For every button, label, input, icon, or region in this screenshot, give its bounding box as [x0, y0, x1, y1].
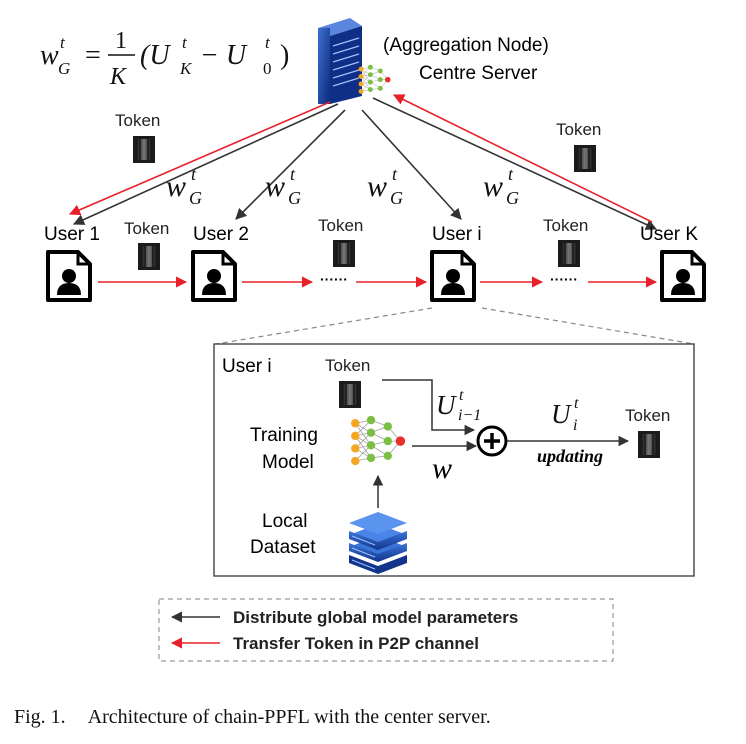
- user-label-k: User K: [640, 224, 698, 245]
- token-label-chain-2: Token: [318, 216, 363, 235]
- svg-text:t: t: [290, 164, 296, 184]
- svg-text:w: w: [265, 170, 285, 203]
- svg-text:(U: (U: [140, 40, 171, 71]
- distribution-label-4: w t G: [483, 164, 519, 208]
- user-label-2: User 2: [193, 224, 249, 245]
- distribution-label-2: w t G: [265, 164, 301, 208]
- w-label: w: [432, 452, 452, 485]
- svg-text:G: G: [58, 59, 70, 78]
- svg-text:w: w: [166, 170, 186, 203]
- token-return-arrows: [68, 94, 653, 223]
- distribution-label-3: w t G: [367, 164, 403, 208]
- training-model-line1: Training: [250, 425, 318, 446]
- svg-text:i: i: [573, 417, 577, 434]
- local-dataset-line1: Local: [262, 511, 307, 532]
- svg-text:G: G: [288, 188, 301, 208]
- token-icon: [133, 136, 155, 163]
- detail-token-out-label: Token: [625, 406, 670, 425]
- svg-text:G: G: [390, 188, 403, 208]
- detail-title: User i: [222, 356, 272, 377]
- legend-black-label: Distribute global model parameters: [233, 608, 518, 627]
- user-i-detail-panel: [213, 343, 695, 577]
- updating-label: updating: [537, 446, 603, 466]
- svg-text:t: t: [508, 164, 514, 184]
- token-icon: [138, 243, 160, 270]
- svg-text:G: G: [189, 188, 202, 208]
- legend-box: [158, 598, 614, 662]
- svg-text:G: G: [506, 188, 519, 208]
- svg-text:K: K: [109, 64, 128, 90]
- server-neural-network-icon: [358, 64, 391, 95]
- user-2-icon: [191, 250, 237, 302]
- zoom-connector: [215, 307, 695, 345]
- svg-text:): ): [280, 40, 289, 71]
- svg-text:t: t: [182, 33, 188, 52]
- svg-text:t: t: [191, 164, 197, 184]
- svg-text:t: t: [265, 33, 271, 52]
- user-k-icon: [660, 250, 706, 302]
- server-title-line1: (Aggregation Node): [383, 35, 549, 56]
- token-icon: [558, 240, 580, 267]
- server-icon: [318, 18, 362, 104]
- plus-adder-icon: [476, 425, 508, 457]
- svg-text:K: K: [179, 59, 193, 78]
- server-title-line2: Centre Server: [419, 63, 538, 84]
- token-icon: [333, 240, 355, 267]
- legend-red-label: Transfer Token in P2P channel: [233, 634, 479, 653]
- svg-text:t: t: [574, 395, 579, 412]
- svg-text:w: w: [367, 170, 387, 203]
- svg-text:t: t: [60, 33, 66, 52]
- chain-ellipsis: ······: [550, 271, 578, 287]
- u-new-label: U t i: [551, 395, 579, 434]
- token-label-chain-1: Token: [124, 219, 169, 238]
- caption-text: Architecture of chain-PPFL with the cent…: [87, 706, 491, 728]
- user-i-icon: [430, 250, 476, 302]
- svg-text:i−1: i−1: [458, 407, 481, 424]
- svg-text:w: w: [483, 170, 503, 203]
- local-dataset-line2: Dataset: [250, 537, 316, 558]
- figure-caption: Fig. 1. Architecture of chain-PPFL with t…: [14, 706, 491, 729]
- training-model-line2: Model: [262, 452, 314, 473]
- svg-text:w: w: [40, 40, 59, 71]
- svg-text:=: =: [85, 40, 101, 71]
- token-label-server-right: Token: [556, 120, 601, 139]
- user-label-1: User 1: [44, 224, 100, 245]
- user-label-i: User i: [432, 224, 482, 245]
- token-icon: [638, 431, 660, 458]
- svg-text:− U: − U: [200, 40, 248, 71]
- token-label-chain-3: Token: [543, 216, 588, 235]
- caption-number: Fig. 1.: [14, 706, 66, 728]
- token-icon: [574, 145, 596, 172]
- database-icon: [349, 512, 407, 574]
- detail-token-in-label: Token: [325, 356, 370, 375]
- chain-ellipsis: ······: [320, 271, 348, 287]
- svg-text:0: 0: [263, 59, 272, 78]
- svg-text:t: t: [459, 387, 464, 404]
- u-prev-label: U t i−1: [436, 387, 481, 424]
- user-1-icon: [46, 250, 92, 302]
- distribution-label-1: w t G: [166, 164, 202, 208]
- token-icon: [339, 381, 361, 408]
- aggregation-formula: w t G = 1 K (U t K − U t 0 ): [40, 28, 289, 90]
- svg-text:U: U: [551, 399, 572, 429]
- token-in-path: [382, 379, 476, 436]
- svg-text:U: U: [436, 390, 457, 420]
- distribution-arrows: [72, 97, 658, 230]
- token-label-server-left: Token: [115, 111, 160, 130]
- svg-text:t: t: [392, 164, 398, 184]
- svg-text:1: 1: [115, 28, 127, 54]
